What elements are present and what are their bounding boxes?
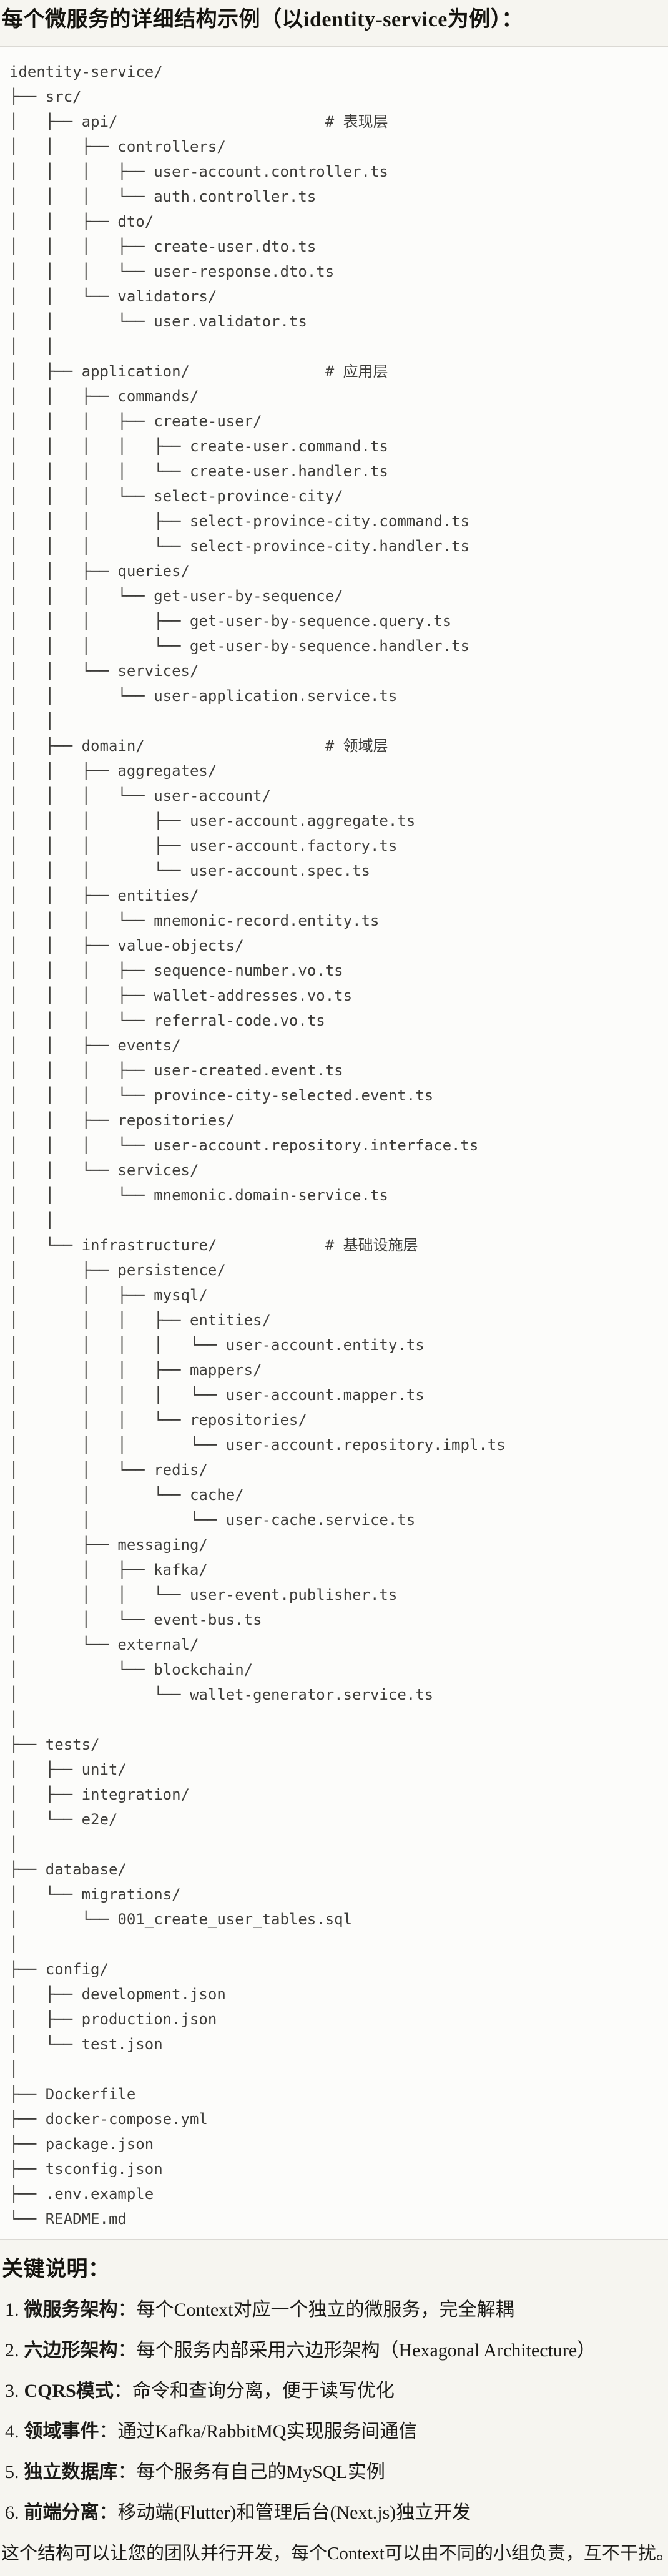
note-number: 2.: [5, 2340, 19, 2361]
note-term: 前端分离: [24, 2502, 99, 2523]
note-description: ：通过Kafka/RabbitMQ实现服务间通信: [99, 2421, 418, 2442]
note-number: 4.: [5, 2421, 19, 2442]
note-description: ：每个服务有自己的MySQL实例: [117, 2462, 385, 2482]
note-number: 1.: [5, 2299, 19, 2320]
note-item: 2.六边形架构：每个服务内部采用六边形架构（Hexagonal Architec…: [5, 2338, 668, 2364]
note-description: ：命令和查询分离，便于读写优化: [113, 2381, 395, 2401]
note-item: 3.CQRS模式：命令和查询分离，便于读写优化: [5, 2378, 668, 2404]
note-number: 6.: [5, 2502, 19, 2523]
directory-tree: identity-service/ ├── src/ │ ├── api/ # …: [9, 63, 506, 2228]
note-item: 1.微服务架构：每个Context对应一个独立的微服务，完全解耦: [5, 2297, 668, 2323]
document-page: 每个微服务的详细结构示例（以identity-service为例）： ident…: [0, 6, 668, 2567]
note-number: 3.: [5, 2381, 19, 2401]
note-number: 5.: [5, 2462, 19, 2482]
note-term: 微服务架构: [24, 2299, 118, 2320]
notes-section: 关键说明： 1.微服务架构：每个Context对应一个独立的微服务，完全解耦 2.…: [0, 2256, 668, 2567]
note-term: 领域事件: [24, 2421, 99, 2442]
page-title: 每个微服务的详细结构示例（以identity-service为例）：: [2, 8, 523, 31]
note-term: CQRS模式: [24, 2381, 114, 2401]
code-block: identity-service/ ├── src/ │ ├── api/ # …: [0, 46, 668, 2240]
note-item: 5.独立数据库：每个服务有自己的MySQL实例: [5, 2459, 668, 2485]
note-item: 4.领域事件：通过Kafka/RabbitMQ实现服务间通信: [5, 2419, 668, 2445]
notes-footer-paragraph: 这个结构可以让您的团队并行开发，每个Context可以由不同的小组负责，互不干扰…: [1, 2544, 668, 2564]
note-term: 六边形架构: [24, 2340, 118, 2361]
notes-heading: 关键说明：: [2, 2258, 110, 2281]
note-description: ：每个服务内部采用六边形架构（Hexagonal Architecture）: [117, 2340, 596, 2361]
note-description: ：移动端(Flutter)和管理后台(Next.js)独立开发: [99, 2502, 471, 2523]
note-term: 独立数据库: [24, 2462, 118, 2482]
note-item: 6.前端分离：移动端(Flutter)和管理后台(Next.js)独立开发: [5, 2500, 668, 2526]
note-description: ：每个Context对应一个独立的微服务，完全解耦: [117, 2299, 514, 2320]
